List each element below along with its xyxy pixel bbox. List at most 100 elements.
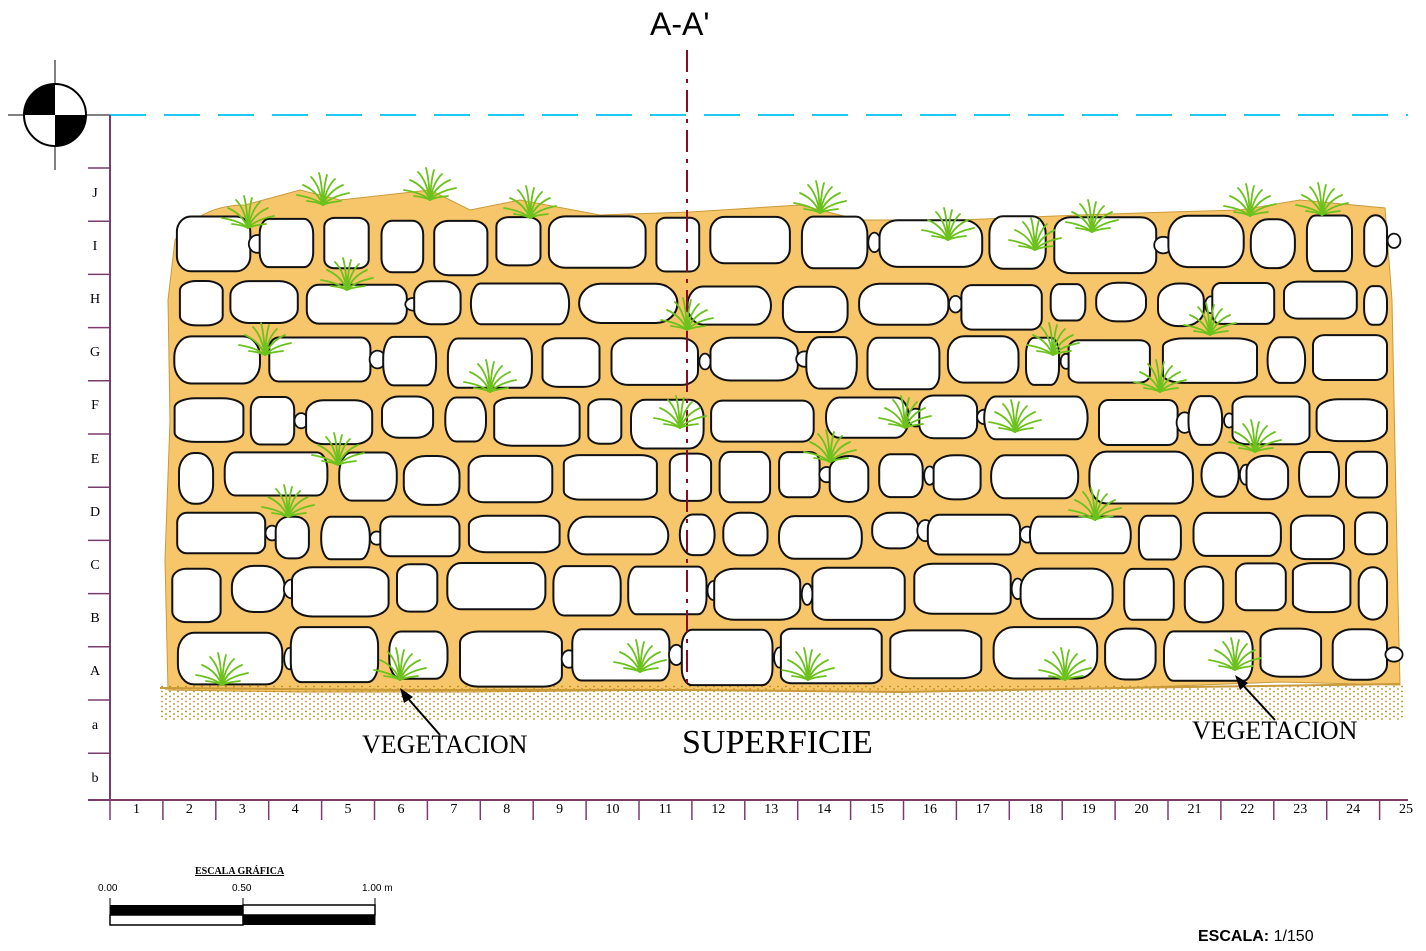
graphic-scale-title: ESCALA GRÁFICA	[195, 866, 285, 877]
stone	[178, 452, 215, 505]
stone	[289, 626, 380, 684]
stone	[230, 564, 286, 614]
stone	[1249, 218, 1296, 270]
leader-arrows	[400, 675, 1276, 736]
stone	[305, 399, 374, 446]
stone	[1098, 399, 1179, 446]
stone	[668, 452, 713, 502]
column-label: 17	[975, 802, 990, 817]
stone	[686, 285, 773, 326]
stone	[1123, 567, 1175, 621]
row-label: F	[91, 398, 99, 414]
stone	[983, 395, 1089, 441]
column-label: 23	[1293, 802, 1308, 817]
stone	[459, 630, 563, 688]
scale-tick-2: 1.00 m	[362, 883, 393, 894]
vegetation-label-right: VEGETACION	[1192, 716, 1358, 745]
column-label: 18	[1028, 802, 1043, 817]
row-label: I	[92, 238, 98, 254]
stone	[1315, 398, 1388, 443]
row-label: D	[89, 504, 101, 520]
stone	[541, 337, 601, 388]
grass-tuft-icon	[296, 172, 350, 206]
stone	[1266, 336, 1307, 384]
scale-note-label: ESCALA:	[1198, 928, 1270, 945]
grass-tuft-icon	[1133, 359, 1187, 393]
stone	[469, 282, 571, 326]
surface-label: SUPERFICIE	[682, 724, 873, 761]
stone	[1053, 216, 1158, 275]
column-label: 13	[764, 802, 779, 817]
column-ticks	[109, 800, 1381, 820]
grass-tuft-icon	[221, 195, 275, 229]
grass-tuft-icon	[1228, 419, 1282, 453]
row-label: H	[89, 292, 101, 307]
column-label: 5	[344, 802, 352, 817]
row-label: G	[89, 345, 101, 361]
stone	[1028, 515, 1132, 555]
stone	[274, 515, 310, 560]
stone	[866, 336, 941, 391]
stone	[379, 515, 461, 558]
stone	[229, 280, 299, 325]
stone	[610, 337, 699, 386]
stone	[381, 395, 435, 439]
row-label: A	[89, 664, 101, 680]
row-label: a	[91, 717, 99, 733]
grass-tuft-icon	[1026, 322, 1080, 356]
stone	[1019, 567, 1114, 620]
stone	[992, 626, 1099, 680]
stone	[778, 451, 821, 499]
stone	[578, 282, 679, 324]
stone	[655, 216, 701, 273]
stone	[627, 565, 708, 616]
stone	[380, 219, 425, 274]
column-label: 22	[1240, 802, 1255, 817]
grass-tuft-icon	[261, 484, 315, 518]
grass-tuft-icon	[1068, 487, 1122, 521]
stone	[1049, 283, 1087, 322]
stone	[1167, 214, 1245, 269]
stone	[1183, 565, 1225, 624]
row-label: b	[91, 770, 99, 786]
column-label: 1	[132, 802, 140, 817]
grass-tuft-icon	[1208, 637, 1262, 671]
column-label: 20	[1134, 802, 1149, 817]
stone	[811, 566, 906, 621]
stone	[1234, 562, 1287, 612]
column-label: 11	[658, 802, 673, 817]
stone	[413, 280, 462, 326]
stone	[291, 566, 390, 618]
stone	[805, 336, 858, 390]
column-label: 19	[1081, 802, 1096, 817]
stone	[552, 565, 622, 617]
stone	[1283, 280, 1358, 320]
row-label: C	[90, 558, 100, 573]
scale-tick-1: 0.50	[232, 883, 252, 894]
stone	[878, 453, 924, 499]
stone	[960, 284, 1043, 331]
stone	[1363, 285, 1388, 326]
grid-axes	[88, 115, 1408, 801]
stone	[493, 396, 581, 447]
stone	[444, 396, 487, 443]
stone	[320, 515, 371, 561]
grass-tuft-icon	[503, 185, 557, 219]
quadrant-target-icon	[8, 60, 110, 170]
grass-tuft-icon	[1183, 302, 1237, 336]
stone	[710, 399, 815, 443]
stone	[1345, 450, 1388, 499]
stones	[171, 214, 1404, 688]
column-label: 14	[817, 802, 832, 817]
column-label: 3	[238, 802, 246, 817]
stone	[1211, 282, 1276, 325]
stone	[800, 215, 869, 270]
column-label: 10	[605, 802, 620, 817]
grass-tuft-icon	[660, 297, 714, 331]
stone	[779, 627, 883, 685]
stone	[1192, 511, 1282, 557]
grass-tuft-icon	[1038, 647, 1092, 681]
stone	[467, 454, 554, 504]
stone	[176, 511, 267, 555]
stone	[1312, 334, 1388, 382]
